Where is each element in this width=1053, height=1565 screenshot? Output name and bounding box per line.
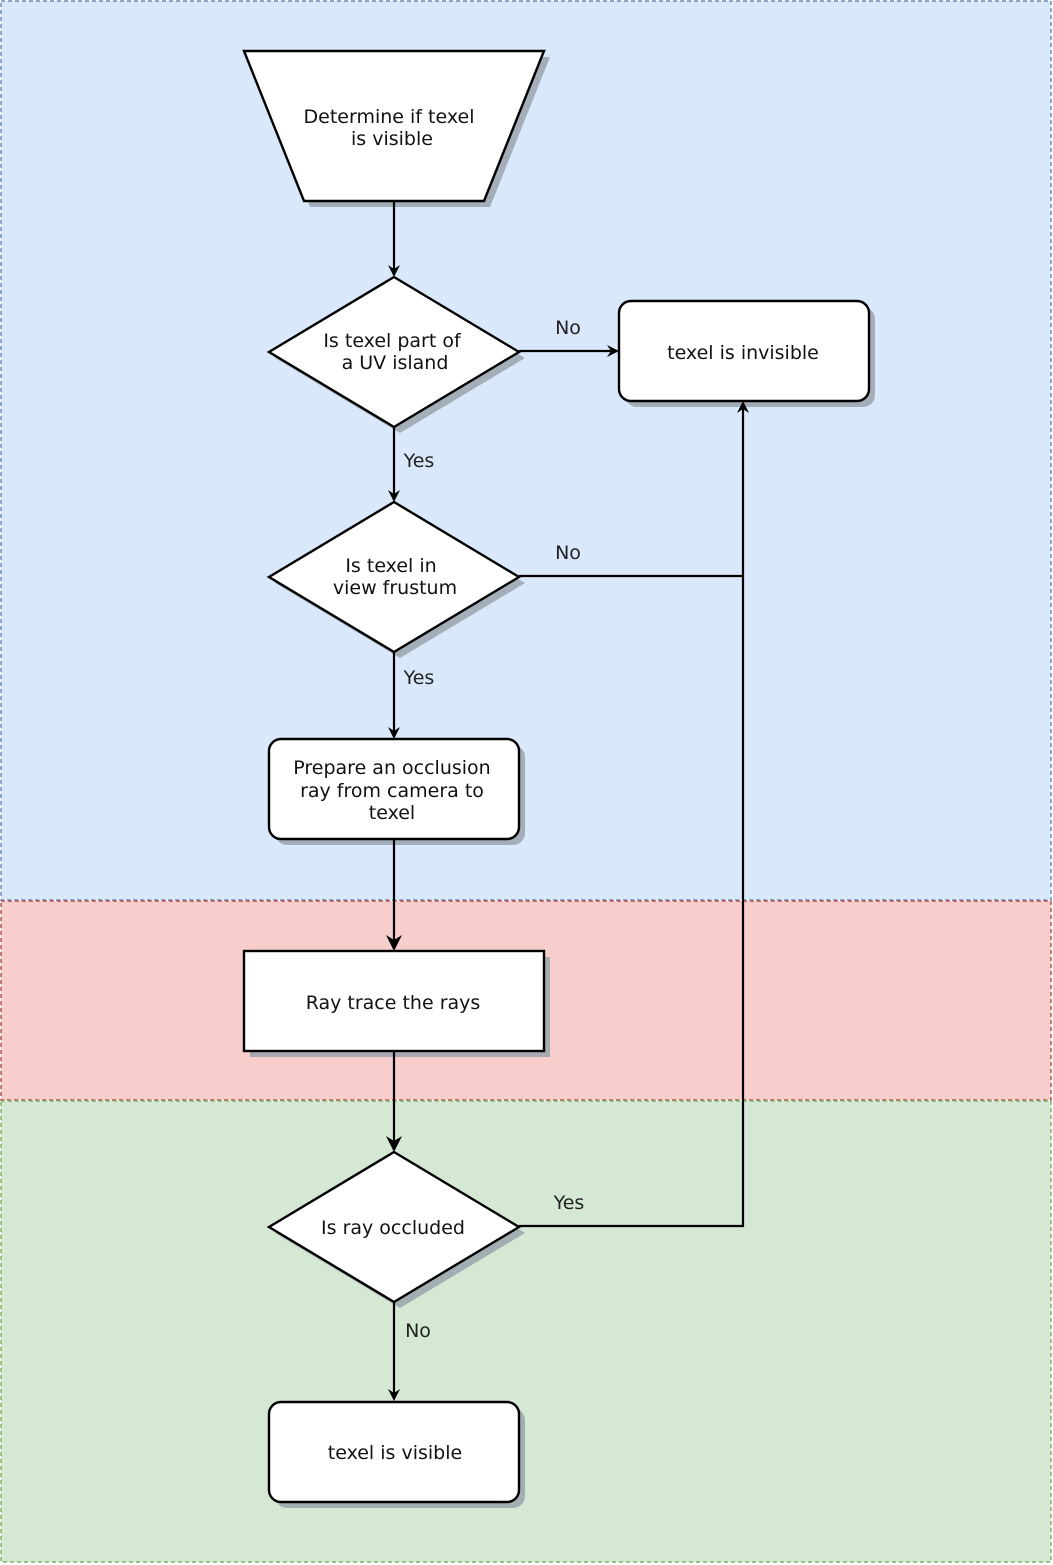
node-uv-island: Is texel part of a UV island	[266, 275, 522, 429]
label-frustum-no: No	[555, 542, 581, 564]
label-uv-no: No	[555, 317, 581, 339]
node-frustum-line-1: Is texel in	[345, 555, 436, 577]
region-top	[1, 1, 1051, 900]
label-occluded-yes: Yes	[553, 1192, 585, 1214]
edge-labels: No Yes No Yes Yes No	[403, 317, 585, 1342]
node-prepare-line-1: Prepare an occlusion	[293, 757, 490, 779]
region-bottom-border	[0, 1100, 1052, 1563]
node-visible-label: texel is visible	[328, 1442, 462, 1464]
label-frustum-yes: Yes	[403, 667, 435, 689]
node-invisible: texel is invisible	[617, 299, 871, 403]
node-uv-island-line-1: Is texel part of	[323, 330, 462, 352]
edges	[386, 201, 749, 1401]
node-start-line-1: Determine if texel	[304, 106, 475, 128]
node-uv-island-line-2: a UV island	[342, 352, 449, 374]
node-prepare: Prepare an occlusion ray from camera to …	[267, 737, 521, 841]
node-prepare-line-2: ray from camera to	[300, 780, 484, 802]
region-top-border	[0, 0, 1052, 901]
label-occluded-no: No	[405, 1320, 431, 1342]
node-occluded-label: Is ray occluded	[321, 1217, 465, 1239]
node-raytrace: Ray trace the rays	[242, 949, 546, 1053]
node-visible: texel is visible	[267, 1400, 521, 1504]
node-frustum-line-2: view frustum	[333, 577, 457, 599]
node-occluded: Is ray occluded	[266, 1150, 522, 1304]
label-uv-yes: Yes	[403, 450, 435, 472]
edge-occluded-yes	[519, 401, 749, 1228]
node-frustum: Is texel in view frustum	[266, 500, 522, 654]
node-raytrace-label: Ray trace the rays	[306, 992, 481, 1014]
region-bottom	[1, 1101, 1051, 1562]
node-start: Determine if texel is visible	[242, 49, 546, 203]
node-start-line-2: is visible	[351, 128, 433, 150]
node-prepare-line-3: texel	[369, 802, 415, 824]
region-middle-border	[0, 900, 1052, 1101]
node-invisible-label: texel is invisible	[667, 342, 819, 364]
